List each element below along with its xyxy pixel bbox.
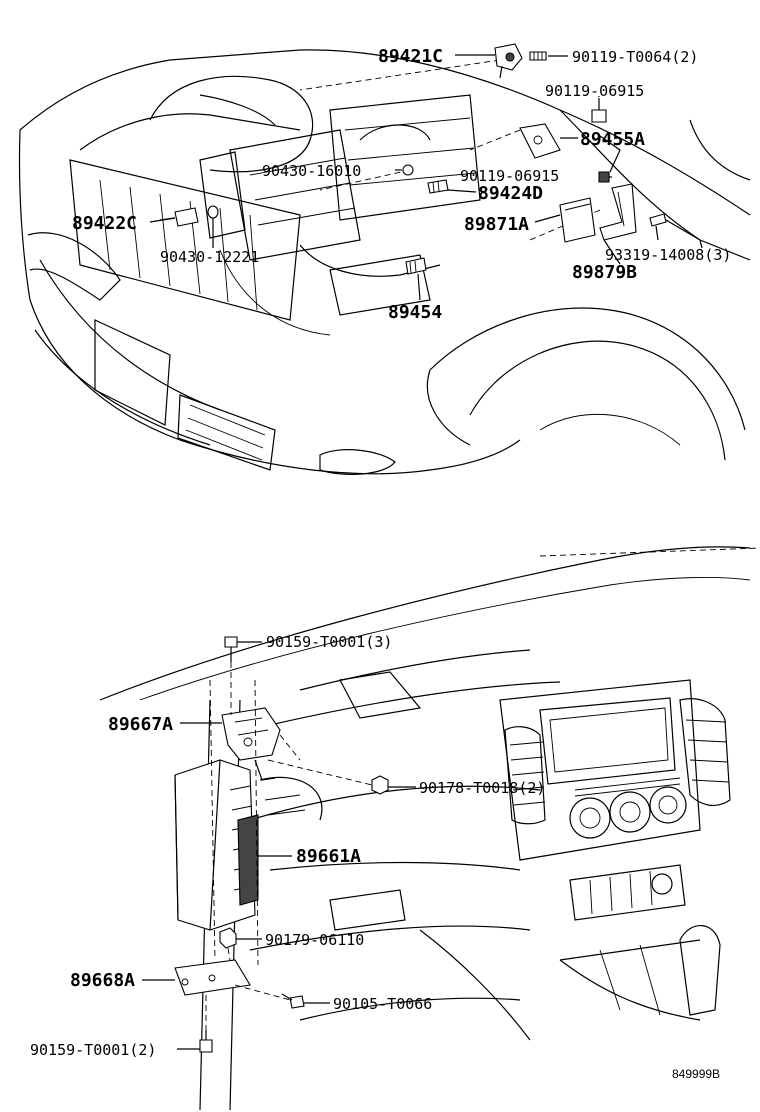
diagram-id: 849999B — [672, 1067, 720, 1081]
label-90430-16010: 90430-16010 — [262, 162, 361, 180]
label-90159-T0001-bottom: 90159-T0001(2) — [30, 1041, 156, 1059]
bolt-90119-06915-top-icon — [591, 98, 607, 123]
bolt-90105-t0066-icon — [281, 993, 305, 1009]
label-89668A: 89668A — [70, 970, 135, 991]
label-90119-06915-mid: 90119-06915 — [460, 167, 559, 185]
nut-90178-t0018-icon — [371, 775, 389, 795]
upper-leader-lines — [149, 54, 703, 301]
sensor-89421c-icon — [494, 43, 523, 79]
label-93319-14008: 93319-14008(3) — [605, 246, 731, 264]
lower-dashed-lines — [205, 662, 373, 1030]
gasket-90430-16010-icon — [402, 164, 414, 176]
label-90119-06915-top: 90119-06915 — [545, 82, 644, 100]
bracket-89455a-icon — [519, 123, 561, 159]
label-90178-T0018: 90178-T0018(2) — [419, 779, 545, 797]
label-89421C: 89421C — [378, 46, 443, 67]
label-89871A: 89871A — [464, 214, 529, 235]
gasket-90430-12221-icon — [207, 205, 219, 219]
ecu-assembly — [174, 636, 389, 1053]
label-89661A: 89661A — [296, 846, 361, 867]
label-90159-T0001-top: 90159-T0001(3) — [266, 633, 392, 651]
bolt-90159-t0001-bottom-icon — [199, 1030, 213, 1053]
vehicle-front-illustration — [18, 49, 751, 475]
bracket-89668a-icon — [174, 959, 251, 996]
bolt-90119-06915-mid-icon — [598, 171, 610, 183]
lower-leader-lines — [142, 641, 416, 1050]
label-89422C: 89422C — [72, 213, 137, 234]
lower-labels: 90159-T0001(3) 89667A 90178-T0018(2) 896… — [30, 633, 545, 1059]
bolt-93319-14008-icon — [649, 213, 667, 241]
label-89667A: 89667A — [108, 714, 173, 735]
bolt-90159-t0001-top-icon — [224, 636, 238, 662]
label-89424D: 89424D — [478, 183, 543, 204]
nut-90179-06110-icon — [219, 927, 237, 949]
upper-labels: 89421C 90119-T0064(2) 90119-06915 89455A… — [72, 46, 731, 323]
module-89871a-icon — [559, 183, 637, 243]
label-89879B: 89879B — [572, 262, 637, 283]
sensor-89422c-icon — [159, 207, 199, 227]
label-90430-12221: 90430-12221 — [160, 248, 259, 266]
label-90119-T0064: 90119-T0064(2) — [572, 48, 698, 66]
ecu-89661a-icon — [174, 759, 259, 931]
label-89454: 89454 — [388, 302, 442, 323]
sensor-89424d-icon — [427, 179, 449, 194]
upper-parts — [159, 43, 667, 275]
label-90105-T0066: 90105-T0066 — [333, 995, 432, 1013]
label-89455A: 89455A — [580, 129, 645, 150]
bracket-89667a-icon — [221, 707, 281, 781]
label-90179-06110: 90179-06110 — [265, 931, 364, 949]
bolt-90119-t0064-icon — [529, 51, 547, 61]
sensor-89454-icon — [405, 257, 427, 275]
